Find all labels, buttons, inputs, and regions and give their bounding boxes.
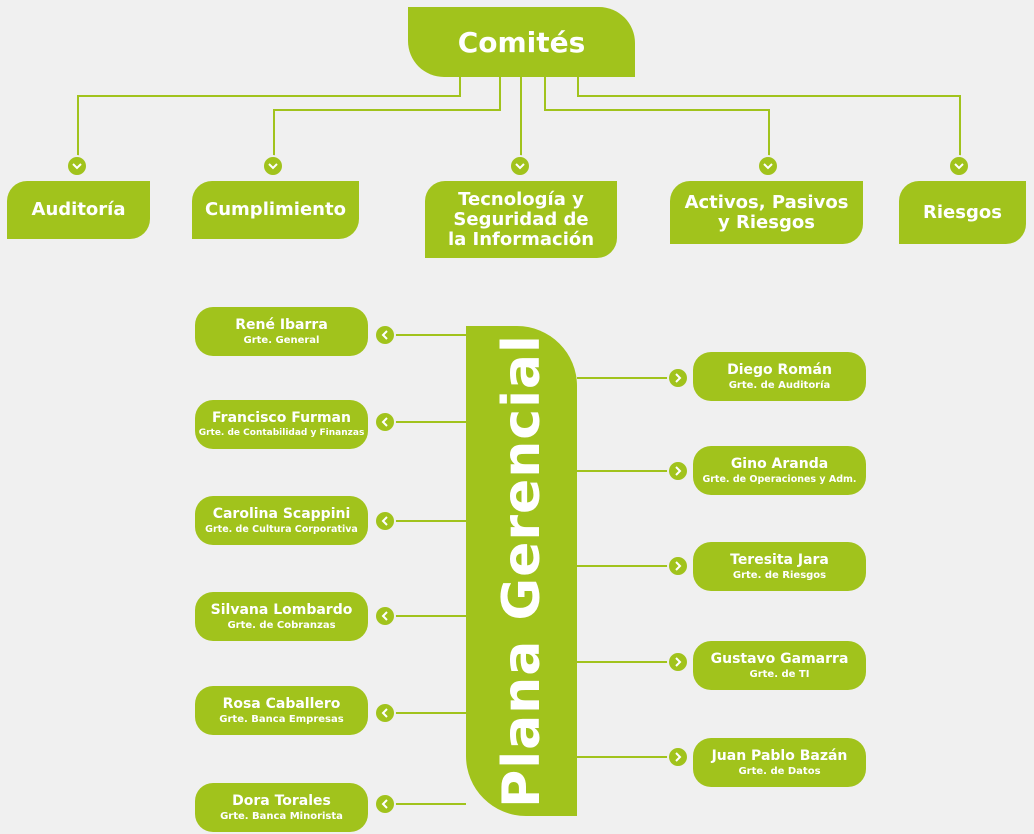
manager-card: Francisco Furman Grte. de Contabilidad y… (195, 400, 368, 449)
manager-card: Gino Aranda Grte. de Operaciones y Adm. (693, 446, 866, 495)
root-title: Comités (457, 25, 586, 59)
line-riesgos (577, 76, 961, 160)
manager-card: Rosa Caballero Grte. Banca Empresas (195, 686, 368, 735)
manager-name: René Ibarra (235, 316, 328, 333)
manager-role: Grte. de Auditoría (728, 379, 831, 391)
plana-gerencial-box: Plana Gerencial (466, 326, 577, 816)
manager-name: Diego Román (727, 361, 832, 378)
manager-card: Teresita Jara Grte. de Riesgos (693, 542, 866, 591)
chevron-left-icon (374, 324, 396, 346)
manager-role: Grte. de Datos (738, 765, 821, 777)
committee-tecnologia: Tecnología y Seguridad de la Información (425, 181, 617, 258)
manager-name: Francisco Furman (212, 409, 351, 426)
chevron-left-icon (374, 411, 396, 433)
plana-gerencial-title: Plana Gerencial (491, 334, 552, 808)
committee-cumplimiento: Cumplimiento (192, 181, 359, 239)
manager-role: Grte. de Operaciones y Adm. (702, 473, 857, 485)
manager-card: Diego Román Grte. de Auditoría (693, 352, 866, 401)
manager-name: Gino Aranda (730, 455, 829, 472)
manager-name: Silvana Lombardo (210, 601, 353, 618)
manager-role: Grte. de Riesgos (732, 569, 827, 581)
chevron-left-icon (374, 702, 396, 724)
chevron-right-icon (667, 367, 689, 389)
chevron-right-icon (667, 651, 689, 673)
manager-card: René Ibarra Grte. General (195, 307, 368, 356)
manager-name: Rosa Caballero (222, 695, 341, 712)
committee-label-line: la Información (447, 228, 595, 250)
manager-card: Dora Torales Grte. Banca Minorista (195, 783, 368, 832)
manager-card: Silvana Lombardo Grte. de Cobranzas (195, 592, 368, 641)
manager-name: Carolina Scappini (212, 505, 351, 522)
chevron-left-icon (374, 605, 396, 627)
manager-name: Gustavo Gamarra (710, 650, 849, 667)
manager-role: Grte. Banca Empresas (219, 713, 344, 725)
root-comites-box: Comités (408, 7, 635, 77)
committee-label-line: Seguridad de (453, 208, 589, 230)
chevron-right-icon (667, 460, 689, 482)
manager-card: Gustavo Gamarra Grte. de TI (693, 641, 866, 690)
manager-name: Juan Pablo Bazán (711, 747, 848, 764)
chevron-down-icon (509, 155, 531, 177)
manager-card: Carolina Scappini Grte. de Cultura Corpo… (195, 496, 368, 545)
line-cumplimiento (273, 76, 501, 160)
chevron-right-icon (667, 555, 689, 577)
chevron-down-icon (757, 155, 779, 177)
chevron-down-icon (948, 155, 970, 177)
manager-role: Grte. de Cobranzas (227, 619, 336, 631)
manager-role: Grte. de Contabilidad y Finanzas (198, 427, 365, 438)
committee-activos-pasivos: Activos, Pasivos y Riesgos (670, 181, 863, 244)
chevron-left-icon (374, 510, 396, 532)
committee-label: Riesgos (923, 201, 1002, 223)
committee-label: Cumplimiento (205, 199, 346, 220)
manager-name: Teresita Jara (730, 551, 829, 568)
committee-auditoria: Auditoría (7, 181, 150, 239)
chevron-right-icon (667, 746, 689, 768)
manager-role: Grte. de TI (749, 668, 810, 680)
committee-label: Auditoría (31, 199, 126, 220)
manager-role: Grte. General (243, 334, 320, 346)
committee-label-line: y Riesgos (718, 211, 815, 233)
manager-role: Grte. de Cultura Corporativa (205, 523, 358, 535)
line-activos (544, 76, 770, 160)
chevron-left-icon (374, 793, 396, 815)
committee-riesgos: Riesgos (899, 181, 1026, 244)
manager-card: Juan Pablo Bazán Grte. de Datos (693, 738, 866, 787)
chevron-down-icon (262, 155, 284, 177)
committee-label-line: Activos, Pasivos (684, 191, 849, 213)
committee-label-line: Tecnología y (458, 188, 584, 210)
chevron-down-icon (66, 155, 88, 177)
line-auditoria (77, 76, 461, 160)
manager-name: Dora Torales (232, 792, 331, 809)
manager-role: Grte. Banca Minorista (220, 810, 343, 822)
